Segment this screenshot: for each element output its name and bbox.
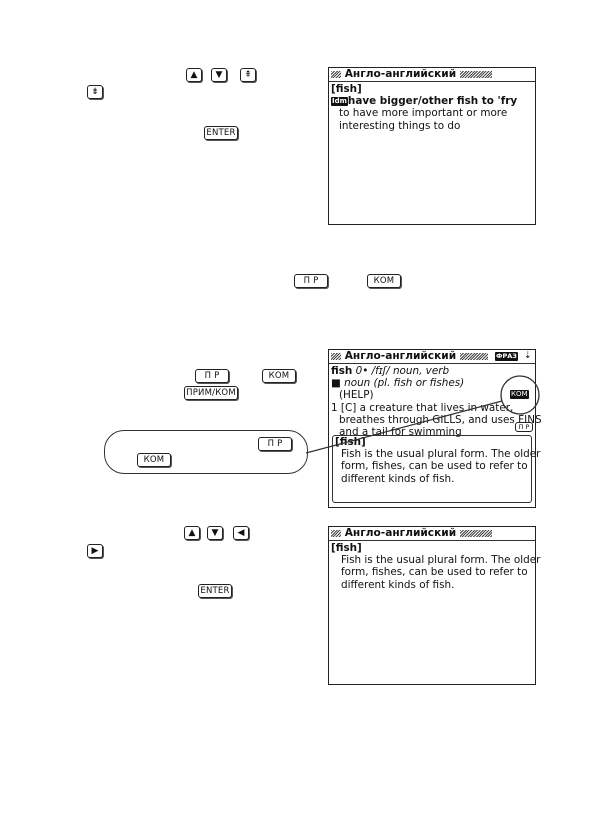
hatch-icon bbox=[331, 352, 341, 360]
phrase-badge: ФРАЗ bbox=[495, 352, 518, 361]
headword: [fish] bbox=[331, 542, 362, 554]
screen-header: Англо-английский ФРАЗ ⇣ bbox=[329, 350, 535, 364]
scroll-down-icon: ⇣ bbox=[524, 351, 532, 361]
enter-key: ENTER bbox=[204, 126, 238, 140]
screen-header: Англо-английский bbox=[329, 527, 535, 541]
enter-key: ENTER bbox=[198, 584, 232, 598]
kom-key: КОМ bbox=[367, 274, 401, 288]
dictionary-screen-2: Англо-английский ФРАЗ ⇣ fish 0• /fɪʃ/ no… bbox=[328, 349, 542, 508]
pronunciation: 0• /fɪʃ/ noun, verb bbox=[352, 365, 450, 377]
hatch-icon bbox=[459, 352, 488, 360]
note-line: form, fishes, can be used to refer to bbox=[341, 566, 528, 579]
note-line: different kinds of fish. bbox=[341, 578, 455, 591]
dictionary-screen-1: Англо-английский [fish] Idmhave bigger/o… bbox=[328, 67, 536, 225]
screen-title: Англо-английский bbox=[344, 68, 457, 80]
hatch-icon bbox=[459, 70, 492, 78]
pr-key: П Р bbox=[258, 437, 292, 451]
pos-line: ■ noun (pl. fish or fishes) bbox=[331, 377, 465, 390]
page-down-key: ⇟ bbox=[87, 85, 103, 99]
callout-line bbox=[305, 400, 503, 454]
note-line: different kinds of fish. bbox=[341, 472, 455, 485]
idiom-tag: Idm bbox=[331, 97, 348, 107]
note-popup: [fish] Fish is the usual plural form. Th… bbox=[332, 435, 541, 503]
left-arrow-key: ◀ bbox=[233, 526, 249, 540]
kom-badge: КОМ bbox=[510, 390, 529, 399]
definition-line: breathes through GILLS, and uses FINS bbox=[339, 413, 542, 426]
definition-line: to have more important or more bbox=[339, 107, 508, 120]
screen-title: Англо-английский bbox=[344, 527, 457, 539]
headword: fish bbox=[331, 365, 353, 377]
kom-key: КОМ bbox=[262, 369, 296, 383]
down-arrow-key: ▼ bbox=[207, 526, 223, 540]
idiom-line: Idmhave bigger/other fish to 'fry bbox=[329, 95, 535, 107]
dictionary-screen-3: Англо-английский [fish] Fish is the usua… bbox=[328, 526, 541, 685]
callout-circle bbox=[500, 375, 540, 415]
page-up-key: ⇞ bbox=[240, 68, 256, 82]
hatch-icon bbox=[331, 70, 341, 78]
screen-title: Англо-английский bbox=[344, 350, 457, 362]
help-line: (HELP) bbox=[339, 389, 374, 402]
pr-badge: П Р bbox=[515, 422, 533, 432]
headword: [fish] bbox=[331, 83, 362, 95]
note-line: Fish is the usual plural form. The older bbox=[341, 448, 541, 461]
definition-line: interesting things to do bbox=[339, 119, 461, 132]
pr-key: П Р bbox=[294, 274, 328, 288]
idiom-text: have bigger/other fish to 'fry bbox=[347, 95, 518, 108]
up-arrow-key: ▲ bbox=[186, 68, 202, 82]
up-arrow-key: ▲ bbox=[184, 526, 200, 540]
right-arrow-key: ▶ bbox=[87, 544, 103, 558]
kom-key: КОМ bbox=[137, 453, 171, 467]
note-line: Fish is the usual plural form. The older bbox=[341, 554, 541, 567]
screen-header: Англо-английский bbox=[329, 68, 535, 82]
hatch-icon bbox=[331, 529, 341, 537]
note-line: form, fishes, can be used to refer to bbox=[341, 460, 528, 473]
entry-line: fish 0• /fɪʃ/ noun, verb bbox=[329, 364, 535, 377]
hatch-icon bbox=[459, 529, 492, 537]
down-arrow-key: ▼ bbox=[211, 68, 227, 82]
prim-kom-key: ПРИМ/КОМ bbox=[184, 386, 238, 400]
pr-key: П Р bbox=[195, 369, 229, 383]
